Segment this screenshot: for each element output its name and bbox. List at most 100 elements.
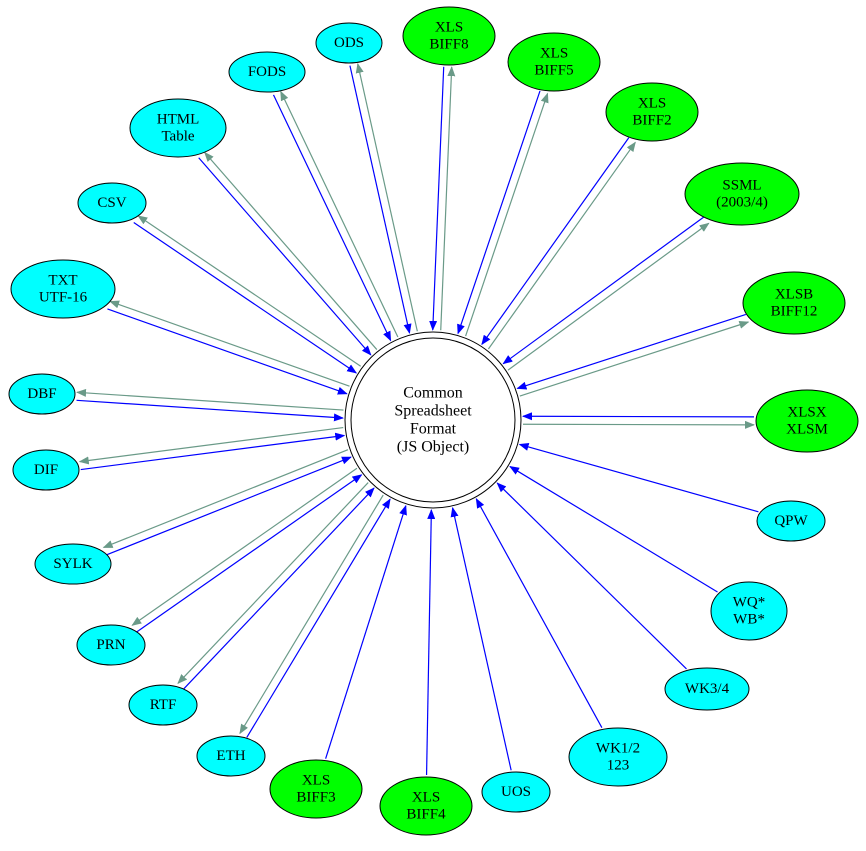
node-label-xls-biff3: BIFF3 bbox=[296, 790, 335, 806]
node-label-dif: DIF bbox=[34, 462, 58, 478]
edge-write-dif bbox=[78, 426, 344, 465]
node-label-wk34: WK3/4 bbox=[685, 681, 730, 697]
edge-read-fods bbox=[272, 94, 392, 342]
node-label-rtf: RTF bbox=[150, 697, 177, 713]
node-ellipse-dif bbox=[12, 449, 80, 491]
node-ellipse-sylk bbox=[34, 543, 112, 585]
node-ellipse-wk34 bbox=[664, 667, 750, 711]
node-ellipse-wk12-123 bbox=[568, 727, 668, 787]
node-label-ods: ODS bbox=[334, 35, 364, 51]
node-dbf: DBF bbox=[8, 373, 76, 415]
node-label-ssml: SSML bbox=[722, 178, 761, 194]
node-label-xls-biff2: BIFF2 bbox=[632, 113, 671, 129]
center-label-line: Format bbox=[410, 421, 457, 438]
center-outer-circle bbox=[344, 331, 522, 509]
edge-read-xls-biff4 bbox=[425, 508, 436, 776]
node-label-xls-biff3: XLS bbox=[302, 773, 330, 789]
edge-read-xls-biff8 bbox=[429, 66, 445, 331]
node-label-xls-biff2: XLS bbox=[638, 96, 666, 112]
node-label-qpw: QPW bbox=[774, 513, 808, 529]
edge-write-eth bbox=[239, 494, 384, 735]
edge-write-xls-biff5 bbox=[465, 92, 549, 337]
node-label-xls-biff8: XLS bbox=[435, 20, 463, 36]
node-label-wk12-123: 123 bbox=[607, 758, 630, 774]
node-wk34: WK3/4 bbox=[664, 667, 750, 711]
node-label-html-table: HTML bbox=[157, 112, 200, 128]
node-label-xlsx: XLSX bbox=[787, 405, 826, 421]
center-label-line: Common bbox=[403, 385, 463, 402]
edge-read-dif bbox=[80, 432, 346, 471]
edge-read-csv bbox=[133, 222, 358, 374]
node-label-eth: ETH bbox=[216, 748, 245, 764]
edge-write-fods bbox=[280, 90, 399, 338]
edge-read-eth bbox=[246, 498, 391, 738]
edge-write-xls-biff2 bbox=[487, 141, 636, 350]
edge-read-txt-utf16 bbox=[107, 308, 348, 395]
node-ellipse-xls-biff3 bbox=[269, 759, 363, 819]
node-label-xls-biff5: BIFF5 bbox=[534, 63, 573, 79]
edge-write-prn bbox=[131, 467, 358, 626]
edge-read-xls-biff2 bbox=[481, 137, 630, 346]
edge-read-prn bbox=[136, 474, 363, 633]
node-ellipse-xls-biff8 bbox=[402, 6, 496, 66]
node-label-csv: CSV bbox=[97, 195, 126, 211]
node-label-xls-biff4: XLS bbox=[412, 790, 440, 806]
edge-write-rtf bbox=[177, 482, 369, 685]
edge-read-wk12-123 bbox=[475, 498, 603, 728]
node-wq-wb: WQ*WB* bbox=[710, 581, 788, 641]
node-uos: UOS bbox=[481, 771, 551, 813]
node-label-txt-utf16: UTF-16 bbox=[39, 290, 88, 306]
center-inner-circle bbox=[350, 337, 516, 503]
node-ellipse-ssml bbox=[684, 162, 800, 226]
node-ellipse-wq-wb bbox=[710, 581, 788, 641]
edge-read-xls-biff3 bbox=[325, 504, 407, 759]
node-label-xlsb: BIFF12 bbox=[771, 304, 818, 320]
node-ellipse-xlsb bbox=[742, 271, 846, 335]
edge-read-xlsb bbox=[516, 313, 747, 390]
edges-layer bbox=[76, 62, 759, 776]
center-label-line: (JS Object) bbox=[397, 439, 469, 456]
node-ellipse-uos bbox=[481, 771, 551, 813]
edge-write-xlsb bbox=[519, 320, 750, 397]
node-csv: CSV bbox=[77, 182, 147, 224]
node-prn: PRN bbox=[76, 624, 146, 666]
edge-write-xlsx bbox=[522, 420, 755, 429]
edge-write-sylk bbox=[102, 449, 349, 548]
node-ellipse-fods bbox=[228, 51, 306, 93]
node-sylk: SYLK bbox=[34, 543, 112, 585]
node-label-uos: UOS bbox=[501, 784, 531, 800]
center-label-line: Spreadsheet bbox=[394, 403, 472, 420]
node-ellipse-dbf bbox=[8, 373, 76, 415]
node-label-prn: PRN bbox=[96, 637, 125, 653]
node-label-html-table: Table bbox=[161, 129, 194, 145]
node-label-xls-biff5: XLS bbox=[540, 46, 568, 62]
edge-write-dbf bbox=[76, 388, 344, 411]
edge-write-html-table bbox=[204, 151, 378, 350]
edge-read-html-table bbox=[198, 157, 372, 356]
edge-read-ssml bbox=[502, 216, 705, 365]
edge-read-qpw bbox=[518, 443, 759, 513]
edge-read-rtf bbox=[183, 487, 375, 690]
edge-read-ods bbox=[349, 65, 412, 335]
edge-write-ods bbox=[355, 62, 418, 332]
edge-read-dbf bbox=[76, 399, 344, 422]
node-ellipse-xlsx bbox=[755, 389, 859, 453]
node-ellipse-txt-utf16 bbox=[10, 259, 116, 319]
edge-read-xlsx bbox=[522, 412, 755, 421]
node-label-xlsb: XLSB bbox=[775, 287, 813, 303]
edge-read-xls-biff5 bbox=[457, 90, 541, 335]
edge-write-csv bbox=[137, 215, 362, 367]
node-qpw: QPW bbox=[756, 500, 826, 542]
node-ellipse-prn bbox=[76, 624, 146, 666]
node-label-wk12-123: WK1/2 bbox=[596, 741, 640, 757]
node-ellipse-eth bbox=[196, 735, 266, 777]
node-label-fods: FODS bbox=[248, 64, 286, 80]
node-label-ssml: (2003/4) bbox=[716, 195, 768, 211]
